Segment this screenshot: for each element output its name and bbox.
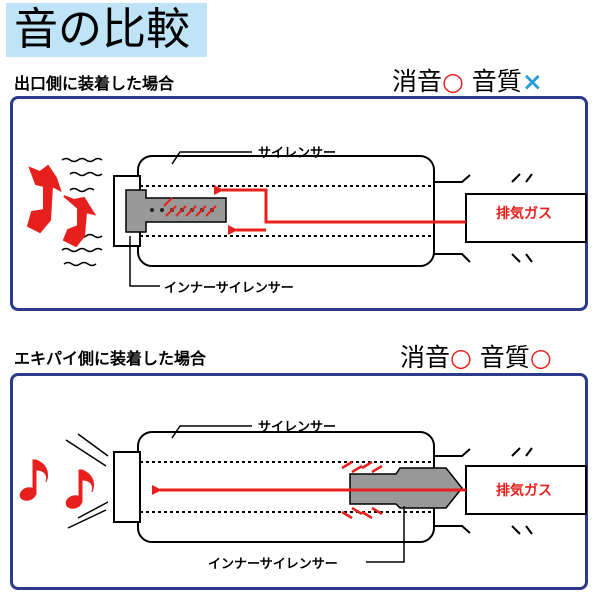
pipe-clip xyxy=(511,173,533,263)
pipe-clip xyxy=(511,447,533,535)
harsh-music-note-icon xyxy=(26,164,97,248)
circle-mark-icon: ○ xyxy=(450,343,472,372)
inner-silencer xyxy=(349,467,463,509)
silencer-leader-line xyxy=(171,151,252,165)
sound-quality-label: 音質 xyxy=(471,67,522,96)
gas-flow-arrow xyxy=(214,185,466,224)
section2-heading: エキパイ側に装着した場合 xyxy=(14,349,207,368)
silencer-label: サイレンサー xyxy=(258,420,337,435)
section1-rating: 消音○ 音質× xyxy=(392,62,543,98)
exhaust-gas-label: 排気ガス xyxy=(496,206,552,222)
title-banner xyxy=(6,3,207,57)
exhaust-pipe xyxy=(465,193,587,243)
circle-mark-icon: ○ xyxy=(442,67,464,96)
outlet-cap xyxy=(113,451,141,523)
circle-mark-icon: ○ xyxy=(529,343,552,372)
section2-drawing xyxy=(19,425,587,563)
silencer-label: サイレンサー xyxy=(258,146,337,161)
section1-drawing xyxy=(26,151,587,287)
exhaust-pipe xyxy=(465,465,587,515)
sound-lines-icon xyxy=(65,433,109,529)
inner-leader-line xyxy=(129,236,160,287)
cross-mark-icon: × xyxy=(521,67,543,96)
pipe-clip xyxy=(432,448,471,534)
sound-reduction-label: 消音 xyxy=(392,67,443,96)
exhaust-gas-label: 排気ガス xyxy=(496,483,552,499)
page-title: 音の比較 xyxy=(14,4,190,55)
small-red-arrows xyxy=(341,460,383,520)
pipe-clip xyxy=(432,174,471,263)
inner-silencer xyxy=(125,189,227,233)
clean-music-note-icon xyxy=(19,459,95,509)
sound-reduction-label: 消音 xyxy=(400,343,451,372)
section1-heading: 出口側に装着した場合 xyxy=(14,74,175,93)
section2-rating: 消音○ 音質○ xyxy=(400,338,552,374)
silencer-leader-line xyxy=(171,425,252,439)
inner-silencer-label: インナーサイレンサー xyxy=(164,281,294,296)
inner-silencer-label: インナーサイレンサー xyxy=(208,557,338,572)
inner-leader-line xyxy=(366,506,405,563)
sound-quality-label: 音質 xyxy=(479,343,530,372)
small-red-arrows xyxy=(163,197,217,217)
